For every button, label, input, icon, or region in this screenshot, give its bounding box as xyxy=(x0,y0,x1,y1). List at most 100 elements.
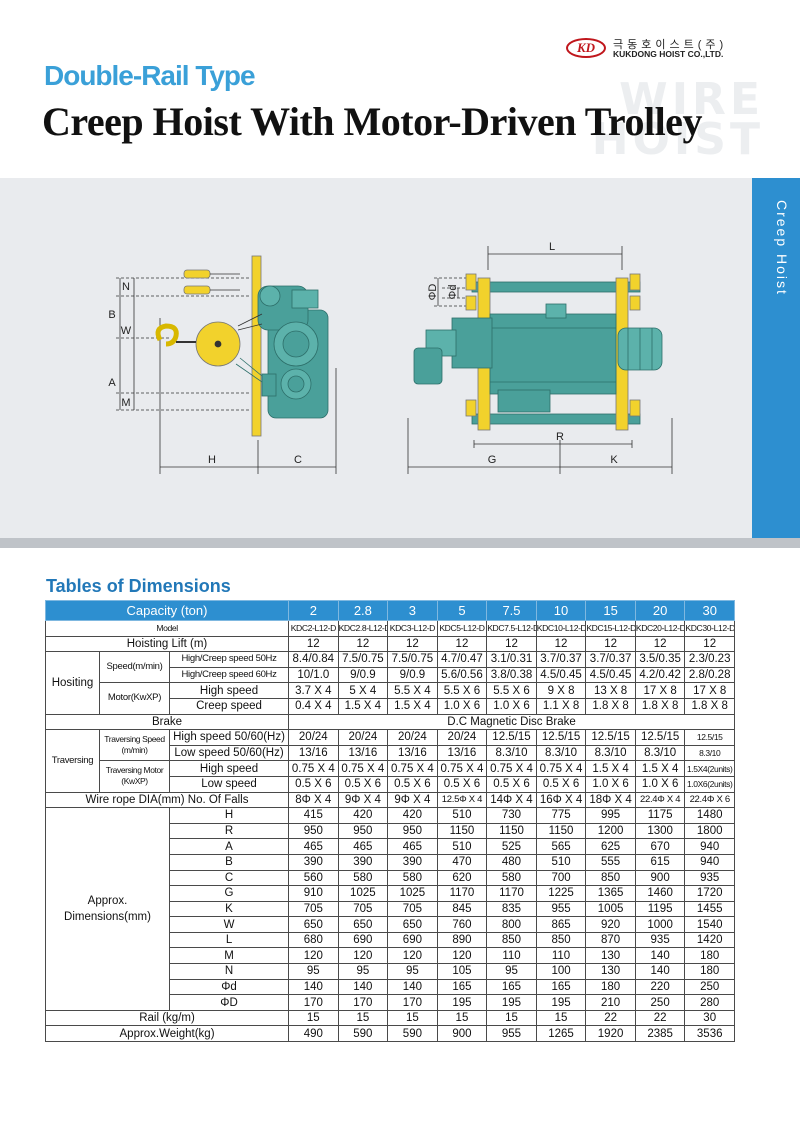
logo-badge: KD xyxy=(566,38,606,58)
table-cell: 1.1 X 8 xyxy=(535,697,587,715)
table-cell: 565 xyxy=(535,838,587,855)
dimension-label: R xyxy=(168,822,290,840)
table-cell: 1.0 X 6 xyxy=(436,697,488,715)
table-cell: 0.75 X 4 xyxy=(535,760,587,777)
dim-label-w: W xyxy=(121,325,132,337)
table-cell: 22 xyxy=(634,1009,686,1027)
table-cell: 3.8/0.38 xyxy=(486,666,537,684)
table-cell: 2.8/0.28 xyxy=(684,666,735,684)
table-cell: 210 xyxy=(585,994,636,1011)
dim-label-k: K xyxy=(610,454,618,466)
company-logo: KD 극동호이스트(주) KUKDONG HOIST CO.,LTD. xyxy=(566,36,766,62)
row-label: High/Creep speed 50Hz xyxy=(168,651,290,668)
table-cell: 1920 xyxy=(585,1025,636,1043)
dim-label-a: A xyxy=(108,377,116,389)
table-cell: 180 xyxy=(684,963,735,980)
capacity-cell: 3 xyxy=(387,600,438,621)
watermark-line-1: WIRE xyxy=(619,74,764,125)
traversing-speed-label-1: Traversing Speed xyxy=(104,734,165,745)
capacity-label: Capacity (ton) xyxy=(44,600,290,621)
table-cell: 12 xyxy=(535,635,587,653)
table-cell: 0.5 X 6 xyxy=(337,775,389,793)
table-cell: 0.75 X 4 xyxy=(337,760,389,777)
table-cell: 465 xyxy=(337,838,389,855)
dimension-label: Φd xyxy=(168,978,290,996)
dimension-label: N xyxy=(168,963,290,980)
capacity-cell: 30 xyxy=(684,600,735,621)
table-cell: 22.4Φ X 6 xyxy=(684,791,735,809)
group-label-hoisting: Hositing xyxy=(45,651,100,715)
table-cell: 0.5 X 6 xyxy=(535,775,587,793)
table-cell: 845 xyxy=(436,900,488,918)
table-cell: 1000 xyxy=(634,916,686,933)
table-cell: 615 xyxy=(634,853,686,871)
table-cell: 420 xyxy=(387,807,438,824)
model-cell: KDC3-L12-D xyxy=(387,620,438,637)
table-cell: 13/16 xyxy=(387,744,438,762)
model-row: Model KDC2-L12-D KDC2.8-L12-D KDC3-L12-D… xyxy=(44,620,735,637)
logo-korean-name: 극동호이스트(주) xyxy=(613,39,728,51)
logo-english-name: KUKDONG HOIST CO.,LTD. xyxy=(613,49,724,59)
table-cell: 5.5 X 6 xyxy=(486,682,537,699)
table-cell: 480 xyxy=(486,853,537,871)
table-cell: 1.8 X 8 xyxy=(684,697,735,715)
front-view xyxy=(407,246,673,474)
table-cell: 9Φ X 4 xyxy=(387,791,438,809)
table-cell: 1265 xyxy=(535,1025,587,1043)
table-cell: 12.5/15 xyxy=(684,729,735,746)
traversing-motor-label-2: (KwXP) xyxy=(121,776,148,787)
dimension-label: G xyxy=(168,885,290,902)
table-cell: 835 xyxy=(486,900,537,918)
table-cell: 110 xyxy=(535,947,587,965)
table-cell: 130 xyxy=(585,963,636,980)
table-cell: 1170 xyxy=(436,885,488,902)
table-cell: 9Φ X 4 xyxy=(337,791,389,809)
table-cell: 1720 xyxy=(684,885,735,902)
model-cell: KDC2.8-L12-D xyxy=(337,620,389,637)
capacity-cell: 2 xyxy=(288,600,339,621)
table-cell: 8.3/10 xyxy=(486,744,537,762)
dim-label-h: H xyxy=(208,454,216,466)
table-cell: 470 xyxy=(436,853,488,871)
table-cell: 1.5 X 4 xyxy=(634,760,686,777)
table-cell: 1300 xyxy=(634,822,686,840)
table-cell: 195 xyxy=(436,994,488,1011)
row-label: Brake xyxy=(44,713,290,731)
table-cell: 705 xyxy=(337,900,389,918)
table-cell: 165 xyxy=(436,978,488,996)
table-cell: 15 xyxy=(486,1009,537,1027)
table-cell: 1800 xyxy=(684,822,735,840)
table-cell: 950 xyxy=(337,822,389,840)
table-cell: 525 xyxy=(486,838,537,855)
table-cell: 705 xyxy=(387,900,438,918)
capacity-cell: 10 xyxy=(535,600,587,621)
table-cell: 8.3/10 xyxy=(684,744,735,762)
model-cell: KDC20-L12-D xyxy=(634,620,686,637)
table-cell: 180 xyxy=(684,947,735,965)
table-cell: D.C Magnetic Disc Brake xyxy=(288,713,735,731)
table-cell: 170 xyxy=(337,994,389,1011)
hoisting-speed-label: Speed(m/min) xyxy=(99,651,170,684)
table-cell: 1025 xyxy=(337,885,389,902)
hoisting-motor-high-row: Motor(KwXP) High speed 3.7 X 4 5 X 4 5.5… xyxy=(46,682,735,715)
table-cell: 12 xyxy=(684,635,735,653)
table-cell: 12.5/15 xyxy=(634,729,686,746)
table-cell: 8.4/0.84 xyxy=(288,651,339,668)
table-cell: 0.75 X 4 xyxy=(436,760,488,777)
table-cell: 620 xyxy=(436,869,488,887)
table-cell: 775 xyxy=(535,807,587,824)
table-cell: 1025 xyxy=(387,885,438,902)
table-cell: 1.0 X 6 xyxy=(585,775,636,793)
table-cell: 1.5 X 4 xyxy=(387,697,438,715)
table-cell: 280 xyxy=(684,994,735,1011)
table-cell: 680 xyxy=(288,931,339,949)
table-cell: 1420 xyxy=(684,931,735,949)
table-cell: 1175 xyxy=(634,807,686,824)
table-cell: 1.5 X 4 xyxy=(585,760,636,777)
page-title: Creep Hoist With Motor-Driven Trolley xyxy=(42,99,702,144)
table-cell: 7.5/0.75 xyxy=(387,651,438,668)
table-cell: 5 X 4 xyxy=(337,682,389,699)
